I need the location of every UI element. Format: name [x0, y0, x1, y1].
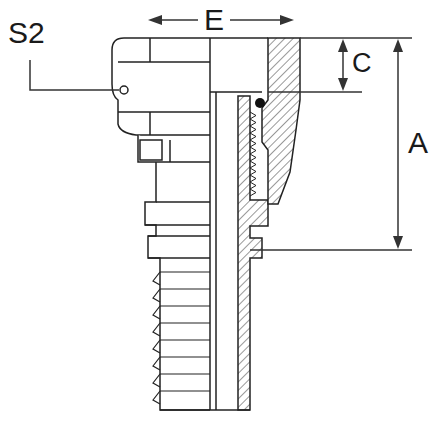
set-screw [120, 86, 128, 94]
o-ring [255, 98, 265, 108]
thread-tooth [250, 112, 256, 119]
part-label: S2 [8, 18, 45, 48]
barb-ridge [153, 374, 210, 387]
nut-section [262, 38, 300, 204]
swivel-nut [112, 38, 210, 135]
fitting-body [112, 38, 300, 410]
thread [250, 112, 256, 196]
barb-ridge [153, 391, 210, 404]
thread-tooth [250, 126, 256, 133]
dimension-label: A [408, 128, 428, 158]
thread-tooth [250, 168, 256, 175]
barb-ridge [153, 323, 210, 336]
thread-tooth [250, 147, 256, 154]
barb-ridge [153, 357, 210, 370]
nut-neck [138, 135, 210, 162]
barb-ridge [153, 272, 210, 285]
barb-ridge [153, 289, 210, 302]
thread-tooth [250, 189, 256, 196]
arrowheads [148, 15, 403, 249]
thread-tooth [250, 133, 256, 140]
dimension-label: C [352, 50, 372, 77]
barb-ridge [153, 306, 210, 319]
dimension-lines [30, 20, 412, 250]
hose-barb [153, 272, 210, 404]
dimension-label: E [204, 5, 224, 35]
leader-line [30, 60, 119, 90]
stem [145, 162, 210, 410]
thread-tooth [250, 182, 256, 189]
barb-ridge [153, 340, 210, 353]
centre-line [209, 38, 211, 410]
thread-tooth [250, 161, 256, 168]
thread-tooth [250, 154, 256, 161]
thread-tooth [250, 140, 256, 147]
thread-tooth [250, 175, 256, 182]
thread-tooth [250, 119, 256, 126]
